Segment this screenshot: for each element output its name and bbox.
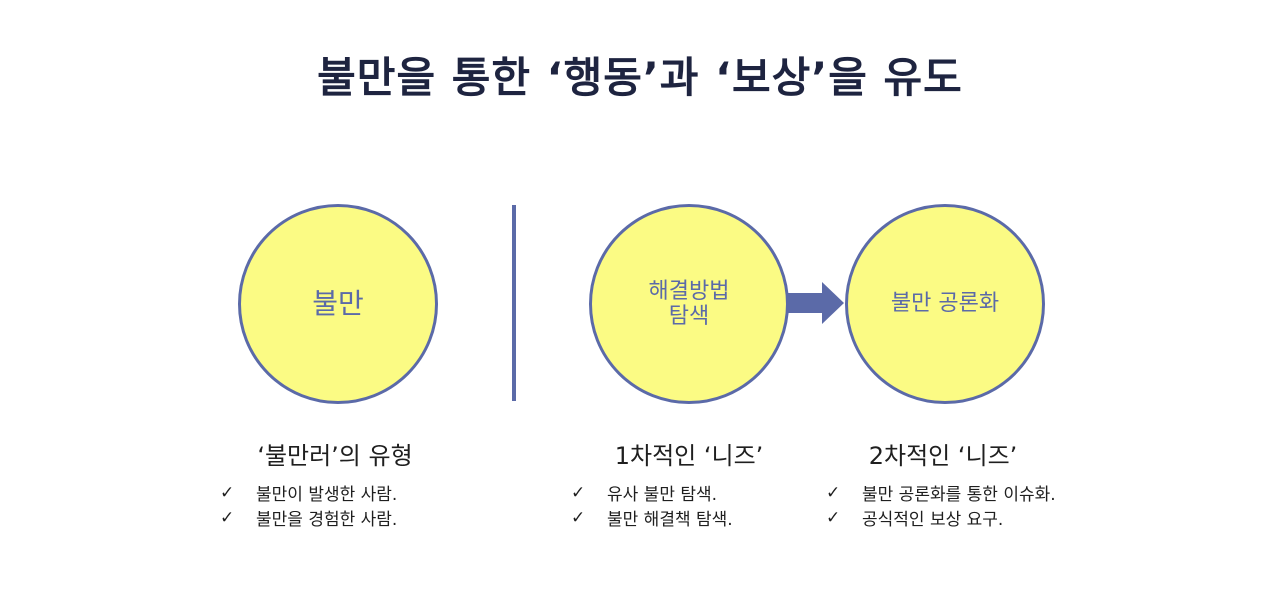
list-item: ✓ 불만 공론화를 통한 이슈화. [826, 480, 1056, 506]
list-item: ✓ 유사 불만 탐색. [571, 480, 733, 506]
check-icon: ✓ [220, 507, 235, 528]
list-item-text: 불만 공론화를 통한 이슈화. [862, 485, 1056, 505]
page-title: 불만을 통한 ‘행동’과 ‘보상’을 유도 [317, 53, 963, 102]
list-item: ✓ 불만을 경험한 사람. [220, 505, 398, 531]
column-heading-secondary-needs: 2차적인 ‘니즈’ [868, 442, 1018, 470]
circle-label: 불만 공론화 [890, 291, 1000, 317]
column-heading-types: ‘불만러’의 유형 [257, 442, 413, 470]
list-item: ✓ 불만 해결책 탐색. [571, 505, 733, 531]
column-heading-primary-needs: 1차적인 ‘니즈’ [614, 442, 764, 470]
circle-solution-search: 해결방법 탐색 [589, 204, 789, 404]
check-icon: ✓ [220, 482, 235, 503]
circle-label: 해결방법 탐색 [648, 278, 730, 329]
right-arrow-icon [786, 282, 844, 324]
primary-needs-list: ✓ 유사 불만 탐색. ✓ 불만 해결책 탐색. [571, 480, 733, 531]
list-item: ✓ 공식적인 보상 요구. [826, 505, 1056, 531]
list-item-text: 불만이 발생한 사람. [256, 485, 398, 505]
check-icon: ✓ [826, 507, 841, 528]
list-item-text: 공식적인 보상 요구. [862, 510, 1004, 530]
check-icon: ✓ [826, 482, 841, 503]
vertical-divider [512, 205, 516, 401]
list-item-text: 불만을 경험한 사람. [256, 510, 398, 530]
circle-label: 불만 [312, 286, 364, 320]
check-icon: ✓ [571, 507, 586, 528]
list-item-text: 유사 불만 탐색. [607, 485, 718, 505]
list-item-text: 불만 해결책 탐색. [607, 510, 733, 530]
secondary-needs-list: ✓ 불만 공론화를 통한 이슈화. ✓ 공식적인 보상 요구. [826, 480, 1056, 531]
check-icon: ✓ [571, 482, 586, 503]
types-list: ✓ 불만이 발생한 사람. ✓ 불만을 경험한 사람. [220, 480, 398, 531]
circle-public-complaint: 불만 공론화 [845, 204, 1045, 404]
list-item: ✓ 불만이 발생한 사람. [220, 480, 398, 506]
circle-complaint: 불만 [238, 204, 438, 404]
